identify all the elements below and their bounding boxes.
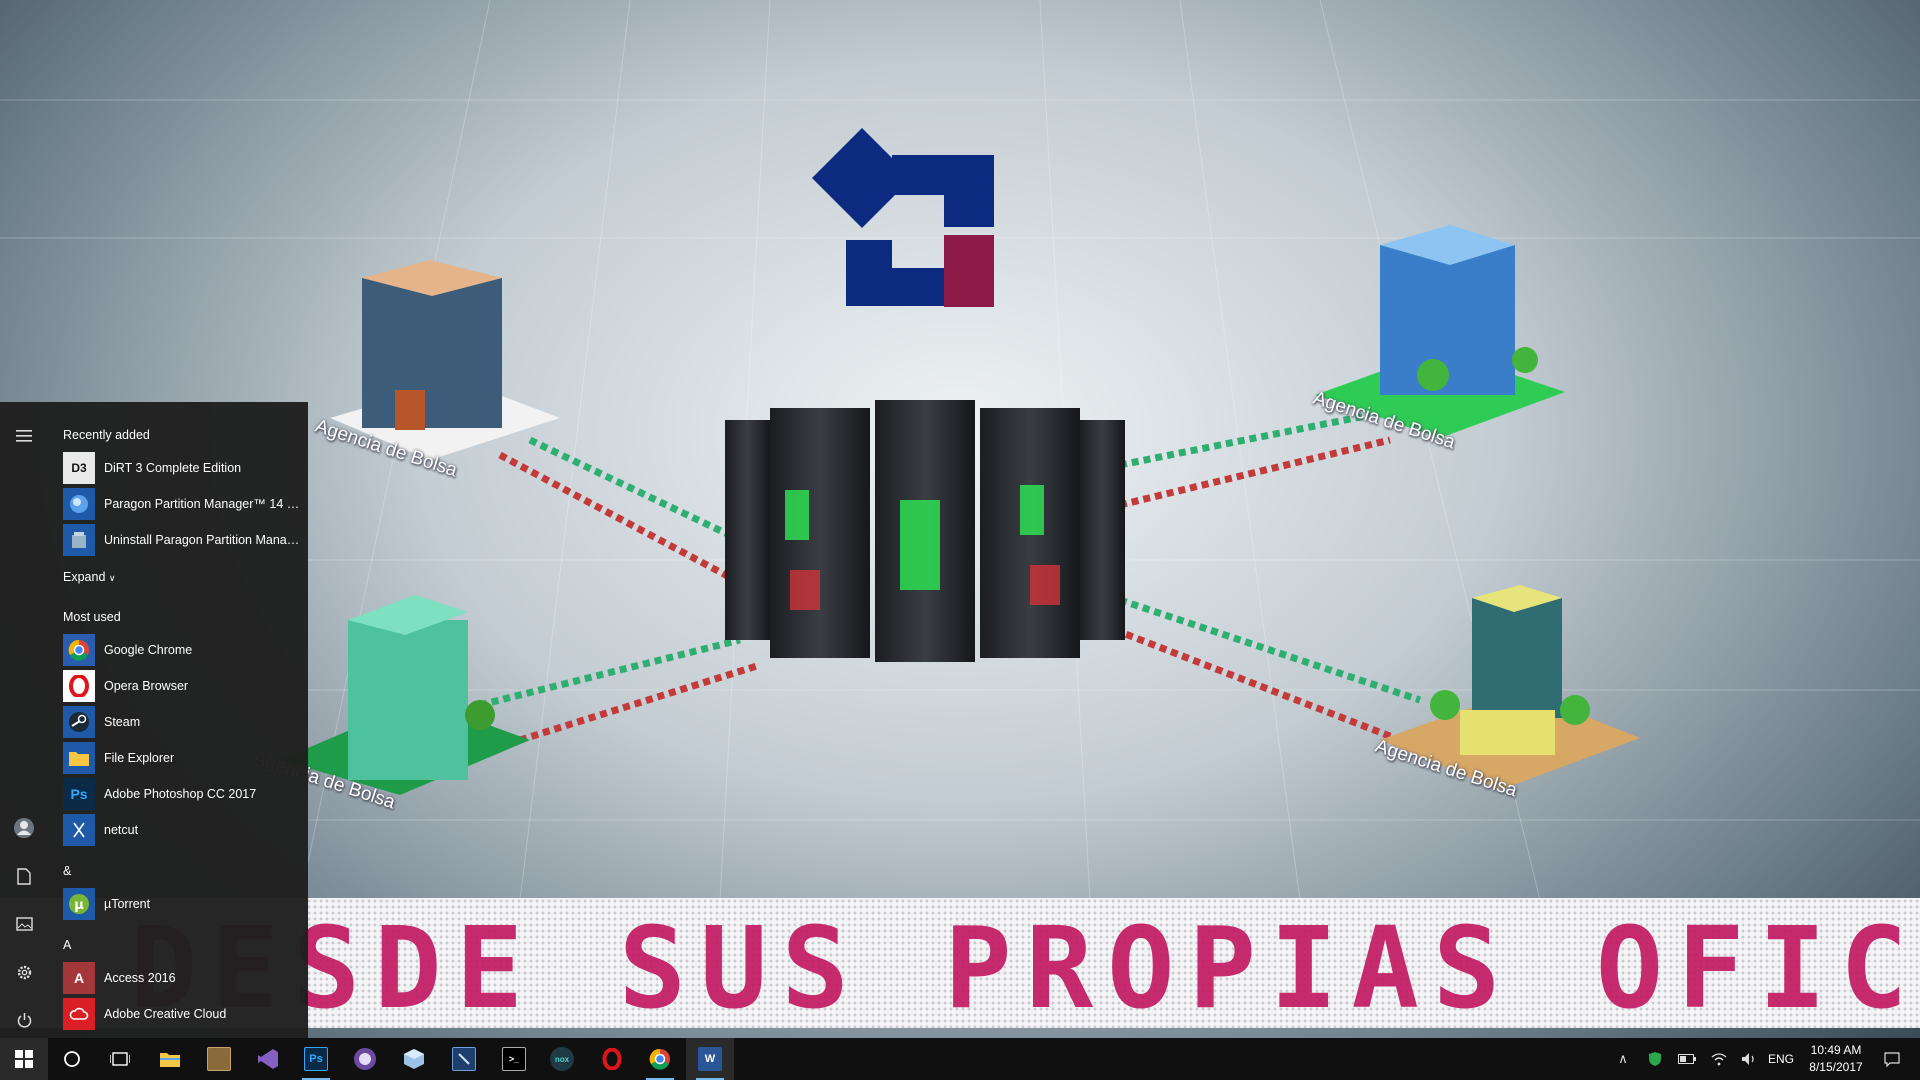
- chrome-icon: [63, 634, 95, 666]
- creative-cloud-icon: [63, 998, 95, 1030]
- chevron-down-icon: ∨: [108, 573, 116, 583]
- network-links: [479, 411, 1422, 744]
- led-banner-text: DESDE SUS PROPIAS OFICINAS: [130, 904, 1920, 1028]
- app-item-dirt3[interactable]: D3 DiRT 3 Complete Edition: [48, 450, 308, 486]
- paragon-icon: [63, 488, 95, 520]
- app-item-creative-cloud[interactable]: Adobe Creative Cloud: [48, 996, 308, 1032]
- file-explorer-icon[interactable]: [146, 1038, 194, 1080]
- scene-graphic: [0, 0, 1920, 900]
- building-bottom-left: [280, 595, 530, 795]
- app-item-netcut[interactable]: netcut: [48, 812, 308, 848]
- opera-icon: [63, 670, 95, 702]
- wifi-icon[interactable]: [1704, 1038, 1734, 1080]
- purple-app-icon[interactable]: [341, 1038, 389, 1080]
- store-app-icon[interactable]: [195, 1038, 243, 1080]
- building-bottom-right: [1380, 585, 1640, 790]
- app-item-opera[interactable]: Opera Browser: [48, 668, 308, 704]
- building-top-right: [1315, 225, 1565, 438]
- app-item-chrome[interactable]: Google Chrome: [48, 632, 308, 668]
- app-item-utorrent[interactable]: µ µTorrent: [48, 886, 308, 922]
- word-icon[interactable]: W: [686, 1038, 734, 1080]
- chrome-icon[interactable]: [636, 1038, 684, 1080]
- clock-time: 10:49 AM: [1810, 1043, 1862, 1057]
- clock-date: 8/15/2017: [1809, 1060, 1863, 1074]
- start-menu: Recently added D3 DiRT 3 Complete Editio…: [0, 402, 308, 1038]
- battery-icon[interactable]: [1672, 1038, 1702, 1080]
- steam-icon: [63, 706, 95, 738]
- app-name: DiRT 3 Complete Edition: [104, 461, 242, 475]
- app-item-file-explorer[interactable]: File Explorer: [48, 740, 308, 776]
- app-name: Adobe Creative Cloud: [104, 1007, 227, 1021]
- settings-gear-icon[interactable]: [0, 950, 48, 994]
- utorrent-icon: µ: [63, 888, 95, 920]
- terminal-app-icon[interactable]: [440, 1038, 488, 1080]
- app-name: Uninstall Paragon Partition Manag...: [104, 533, 300, 547]
- server-racks: [725, 400, 1125, 662]
- shield-icon[interactable]: [1640, 1038, 1670, 1080]
- uninstall-icon: [63, 524, 95, 556]
- pictures-icon[interactable]: [0, 902, 48, 946]
- app-name: Google Chrome: [104, 643, 193, 657]
- app-item-access[interactable]: A Access 2016: [48, 960, 308, 996]
- action-center-icon[interactable]: [1872, 1038, 1912, 1080]
- clock[interactable]: 10:49 AM 8/15/2017: [1796, 1042, 1876, 1076]
- expand-label: Expand: [63, 570, 106, 584]
- grid-lines: [0, 0, 1920, 900]
- building-top-left: [330, 260, 560, 460]
- photoshop-icon: Ps: [63, 778, 95, 810]
- group-header-amp[interactable]: &: [63, 864, 72, 878]
- hamburger-menu-icon[interactable]: [0, 414, 48, 458]
- app-name: Opera Browser: [104, 679, 189, 693]
- cmd-icon[interactable]: >_: [490, 1038, 538, 1080]
- box-app-icon[interactable]: [390, 1038, 438, 1080]
- app-name: Access 2016: [104, 971, 176, 985]
- access-icon: A: [63, 962, 95, 994]
- group-header-a[interactable]: A: [63, 938, 72, 952]
- app-name: Paragon Partition Manager™ 14 Fr...: [104, 497, 300, 511]
- led-banner: DESDE SUS PROPIAS OFICINAS: [0, 898, 1920, 1028]
- desktop-wallpaper: Agencia de Bolsa Agencia de Bolsa Agenci…: [0, 0, 1920, 1028]
- visual-studio-icon[interactable]: [244, 1038, 292, 1080]
- windows-start-icon[interactable]: [0, 1038, 48, 1080]
- most-used-heading: Most used: [63, 610, 121, 624]
- start-menu-rail: [0, 402, 48, 1038]
- documents-icon[interactable]: [0, 854, 48, 898]
- app-name: File Explorer: [104, 751, 175, 765]
- netcut-icon: [63, 814, 95, 846]
- app-item-uninstall-paragon[interactable]: Uninstall Paragon Partition Manag...: [48, 522, 308, 558]
- folder-icon: [63, 742, 95, 774]
- app-item-steam[interactable]: Steam: [48, 704, 308, 740]
- volume-icon[interactable]: [1734, 1038, 1764, 1080]
- app-item-photoshop[interactable]: Ps Adobe Photoshop CC 2017: [48, 776, 308, 812]
- app-name: Adobe Photoshop CC 2017: [104, 787, 257, 801]
- taskbar: Ps >_ nox W ∧ ENG 10:49 AM 8/15/2017: [0, 1038, 1920, 1080]
- power-icon[interactable]: [0, 998, 48, 1038]
- user-avatar-icon[interactable]: [0, 806, 48, 850]
- opera-icon[interactable]: [588, 1038, 636, 1080]
- app-list: Recently added D3 DiRT 3 Complete Editio…: [48, 402, 308, 1038]
- dirt3-icon: D3: [63, 452, 95, 484]
- app-item-paragon[interactable]: Paragon Partition Manager™ 14 Fr...: [48, 486, 308, 522]
- recently-added-heading: Recently added: [63, 428, 150, 442]
- app-name: Steam: [104, 715, 141, 729]
- language-indicator[interactable]: ENG: [1768, 1052, 1795, 1066]
- cortana-search-icon[interactable]: [48, 1038, 96, 1080]
- task-view-icon[interactable]: [96, 1038, 144, 1080]
- chevron-up-icon[interactable]: ∧: [1618, 1051, 1628, 1066]
- nox-icon[interactable]: nox: [538, 1038, 586, 1080]
- logo-graphic: [812, 128, 994, 307]
- app-name: µTorrent: [104, 897, 151, 911]
- svg-text:µ: µ: [74, 898, 84, 913]
- photoshop-icon[interactable]: Ps: [292, 1038, 340, 1080]
- app-name: netcut: [104, 823, 139, 837]
- expand-link[interactable]: Expand ∨: [63, 570, 115, 584]
